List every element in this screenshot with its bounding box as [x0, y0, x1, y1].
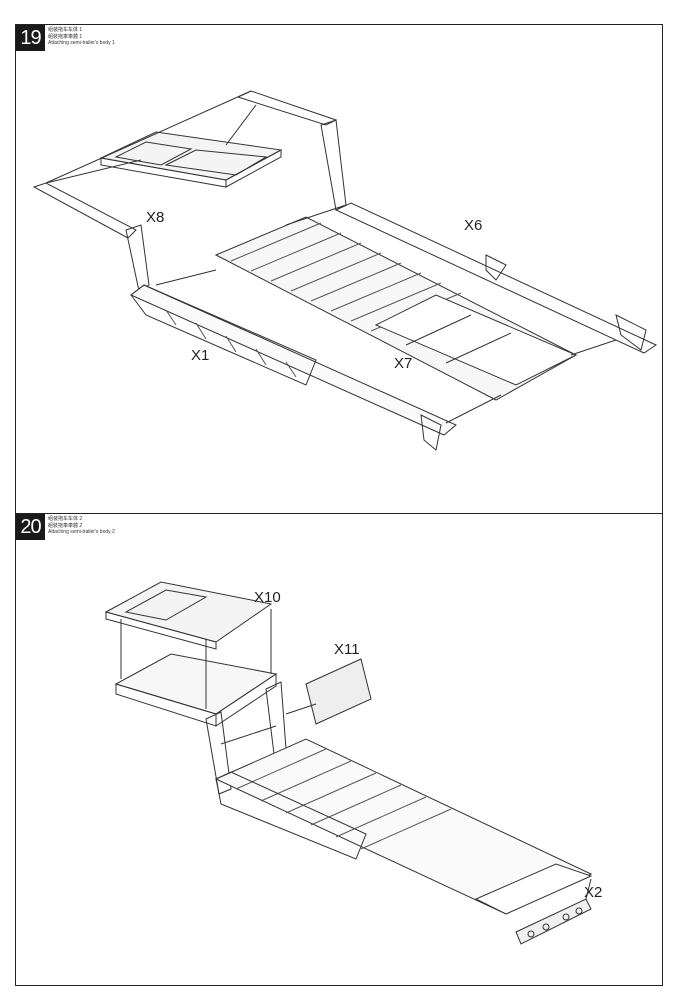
caption-cn-simplified: 组装拖车车体 2	[48, 516, 83, 522]
caption-cn-traditional: 組裝拖車車體 2	[48, 522, 83, 529]
part-x11-panel	[305, 658, 372, 725]
step-caption: 组装拖车车体 1 組裝拖車車體 1 Attaching semi-trailer…	[48, 27, 115, 47]
caption-cn-traditional: 組裝拖車車體 1	[48, 33, 83, 40]
label-x8: X8	[146, 209, 164, 226]
label-x11: X11	[334, 641, 360, 658]
step-20-diagram: X10 X11 X2	[104, 581, 602, 945]
part-x1-frame	[130, 284, 457, 451]
label-x1: X1	[191, 347, 209, 364]
part-x8-tray	[99, 131, 283, 188]
part-gooseneck-tray	[114, 653, 287, 795]
caption-en: Attaching semi-trailer's body 2	[48, 529, 115, 535]
assembly-arrows	[45, 104, 617, 424]
step-caption: 组装拖车车体 2 組裝拖車車體 2 Attaching semi-trailer…	[48, 516, 115, 536]
part-gooseneck	[32, 90, 347, 292]
caption-en: Attaching semi-trailer's body 1	[48, 40, 115, 46]
label-x10: X10	[254, 589, 281, 606]
part-x2-bumper	[515, 898, 592, 945]
part-trailer-body	[214, 738, 593, 915]
step-20-panel: 20 组装拖车车体 2 組裝拖車車體 2 Attaching semi-trai…	[15, 513, 663, 986]
assembly-arrows	[120, 609, 592, 900]
step-19-panel: 19 组装拖车车体 1 組裝拖車車體 1 Attaching semi-trai…	[15, 24, 663, 514]
part-deck	[214, 216, 578, 401]
part-x10-cover	[104, 581, 273, 650]
label-x6: X6	[464, 217, 482, 234]
step-number: 19	[16, 25, 45, 51]
step-19-diagram: X8 X6 X1 X7	[32, 90, 658, 451]
caption-cn-simplified: 组装拖车车体 1	[48, 27, 83, 33]
label-x2: X2	[584, 884, 602, 901]
step-number: 20	[16, 514, 45, 540]
label-x7: X7	[394, 355, 412, 372]
